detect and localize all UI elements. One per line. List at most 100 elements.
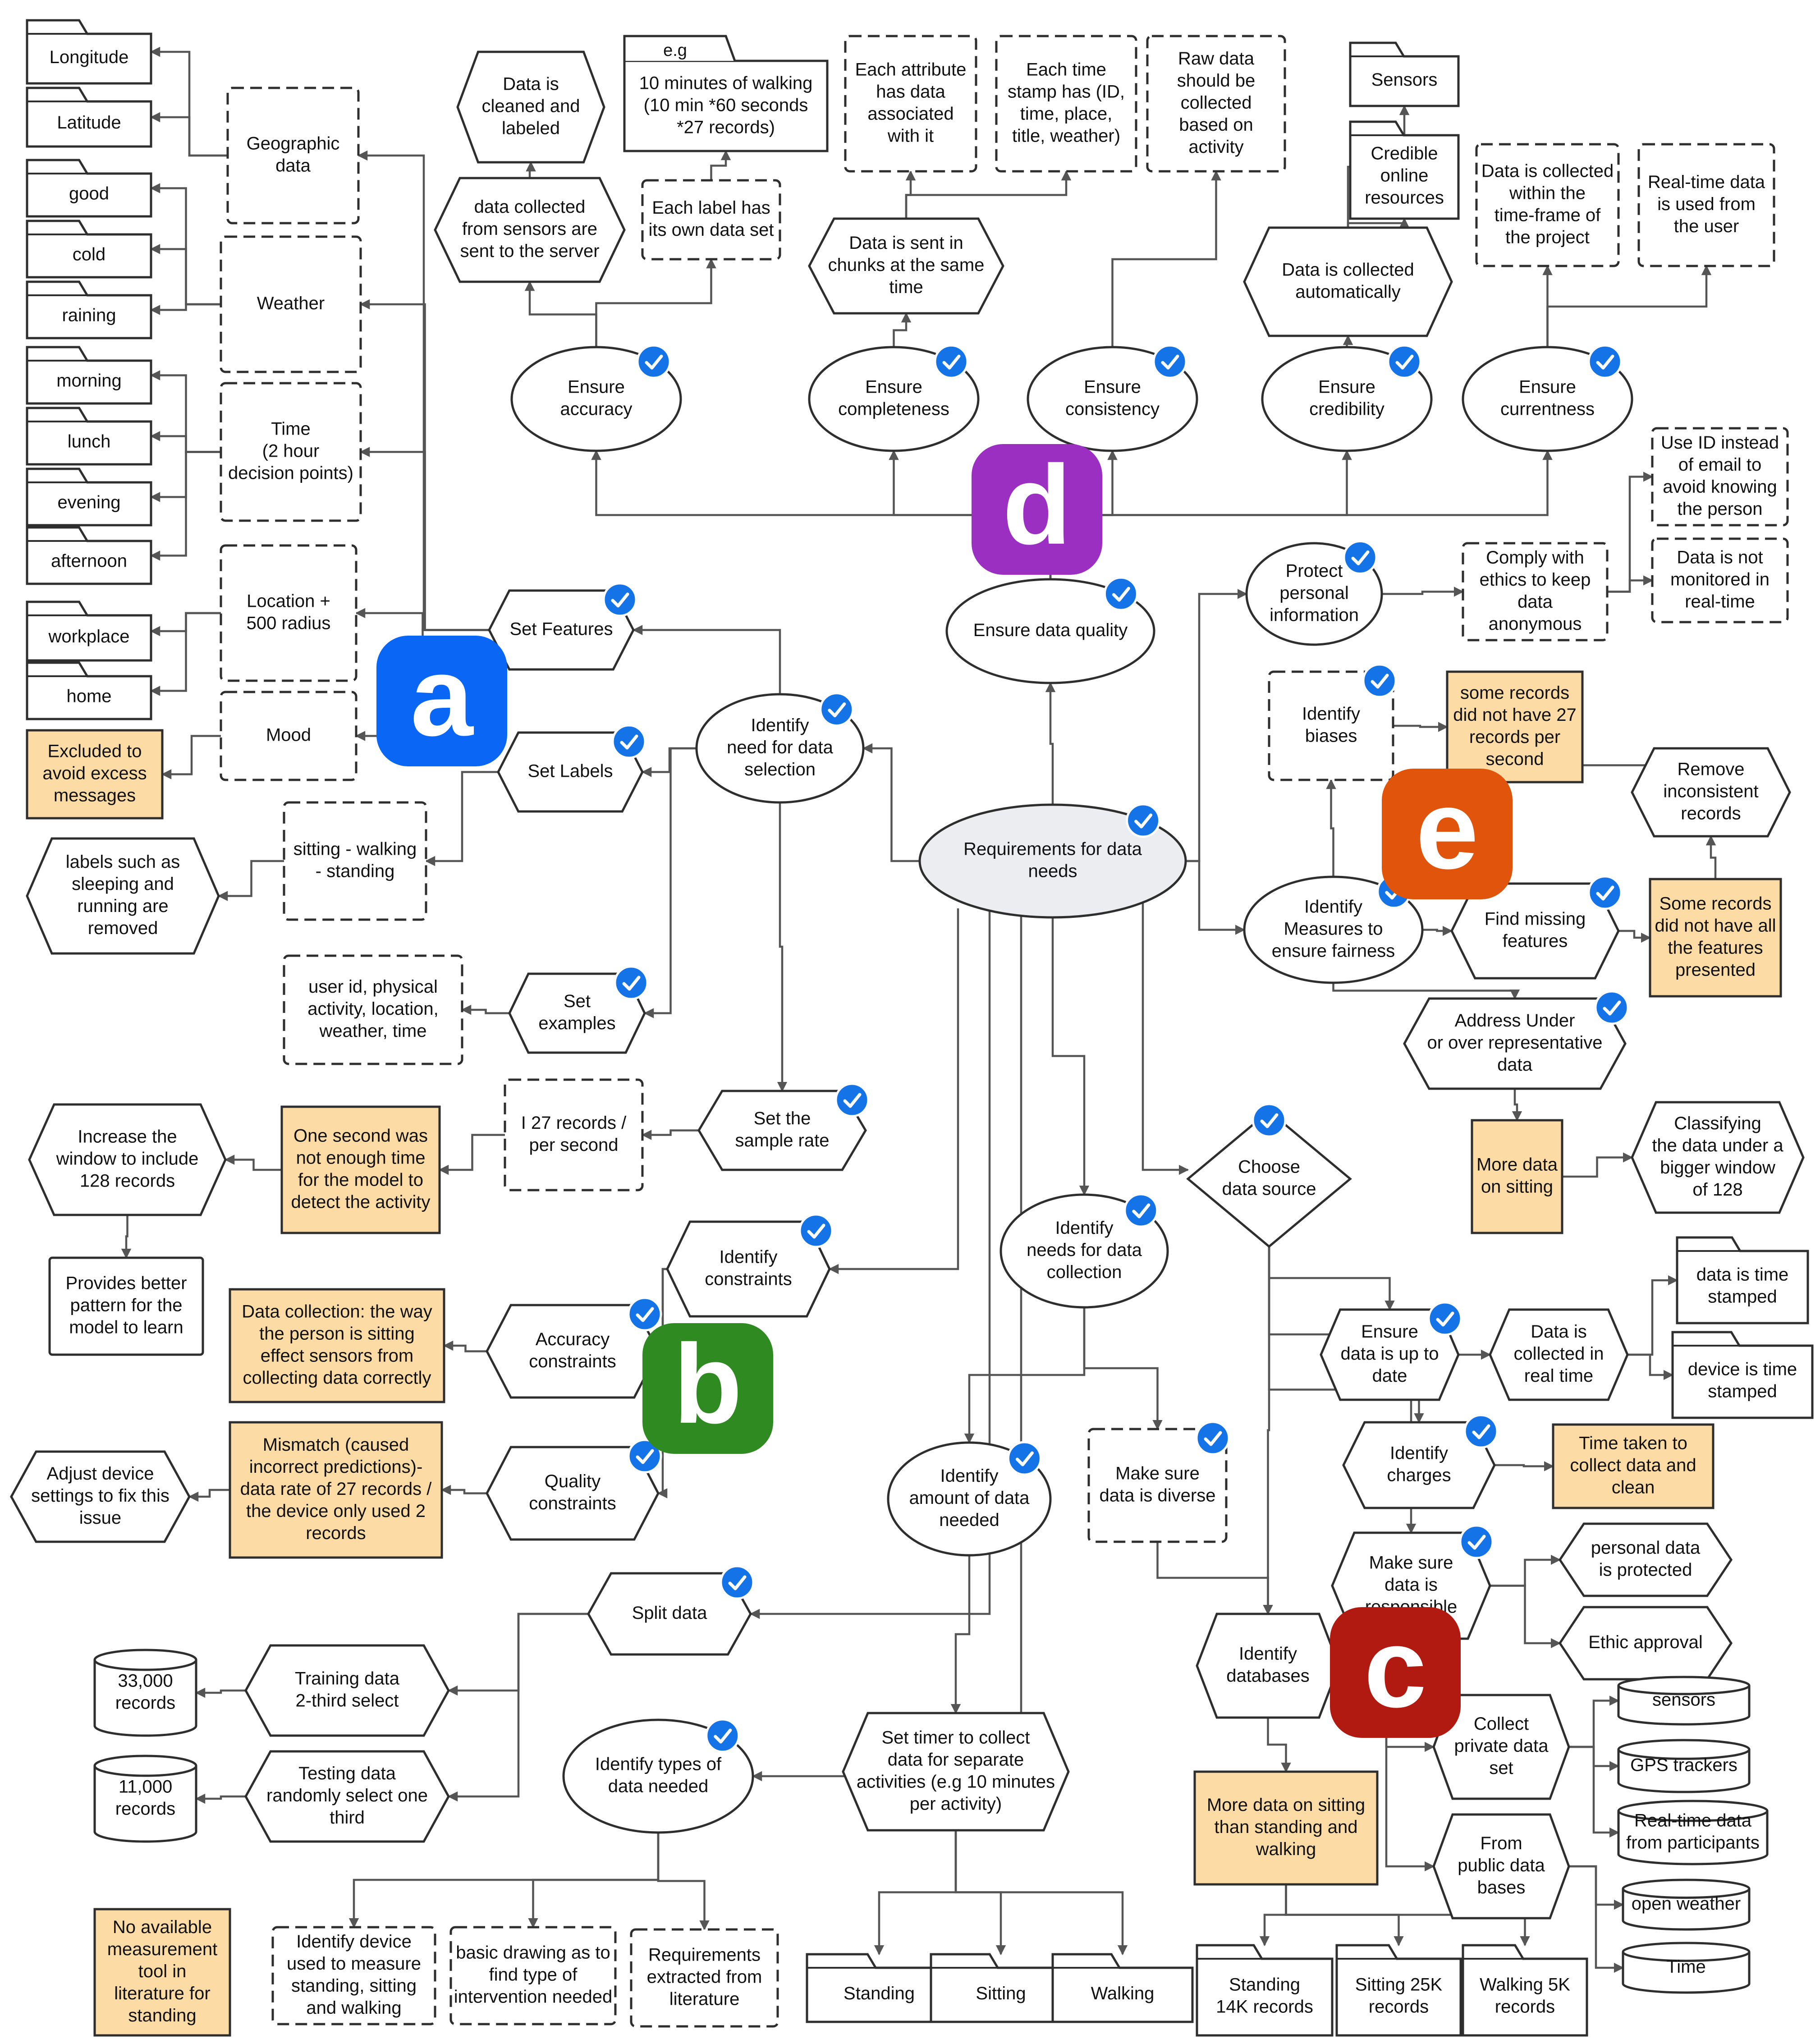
check-badge-icon <box>720 1565 755 1600</box>
connector-biases-to-some_27 <box>1393 722 1449 732</box>
check-badge-icon <box>602 582 637 617</box>
connector-root-to-fairness <box>1186 860 1246 935</box>
check-badge-icon <box>1007 1441 1042 1476</box>
section-badge-b: b <box>642 1321 773 1454</box>
node-label: workplace <box>48 627 129 646</box>
node-good: good <box>26 159 152 218</box>
node-mood: Mood <box>220 691 358 781</box>
connector-types-to-basic_drawing <box>528 1833 660 1929</box>
section-badge-letter: e <box>1416 766 1478 892</box>
connector-sitting_walking-to-labels_removed <box>217 860 284 901</box>
node-set-features: Set Features <box>488 589 635 671</box>
node-label: raining <box>62 305 116 325</box>
check-badge-icon <box>1126 803 1161 838</box>
connector-responsible-to-personal_protected <box>1490 1554 1561 1587</box>
connector-weather-to-raining <box>150 303 221 315</box>
connector-set_labels-to-sitting_walking <box>425 771 498 866</box>
connector-protect-to-comply <box>1382 586 1464 597</box>
node-open-weather: open weather <box>1622 1879 1751 1931</box>
node-label: sensors <box>1652 1690 1715 1709</box>
check-badge-icon <box>1463 1414 1499 1449</box>
check-badge-icon <box>1427 1301 1462 1336</box>
node-sitting: Sitting <box>930 1953 1072 2023</box>
node-label: Mood <box>266 725 311 745</box>
connector-amount-to-set_timer <box>950 1555 971 1714</box>
node-label: Split data <box>632 1603 708 1623</box>
connector-realtime_collected-to-ts_data <box>1627 1275 1678 1356</box>
connector-location-to-home <box>150 612 221 696</box>
node-sensors-f: Sensors <box>1349 41 1460 107</box>
check-badge-icon <box>1152 344 1187 379</box>
connector-accuracy_c-to-data_collection_way <box>443 1340 487 1352</box>
connector-need_sel-to-sample_rate <box>777 802 788 1092</box>
node-location: Location +500 radius <box>220 544 358 682</box>
node-label: I 27 records /per second <box>521 1113 627 1155</box>
node-records-27: I 27 records /per second <box>504 1078 644 1191</box>
connector-set_examples-to-user_id <box>461 1004 509 1015</box>
check-badge-icon <box>1387 344 1422 379</box>
node-latitude: Latitude <box>26 87 152 148</box>
node-label: Standing <box>844 1984 915 2003</box>
connector-time-to-afternoon <box>150 451 221 561</box>
node-label: morning <box>56 371 122 390</box>
connector-under_over-to-more_sitting <box>1512 1089 1522 1122</box>
connector-choose_source-to-up_to_date <box>1268 1246 1395 1311</box>
section-badge-letter: b <box>674 1321 743 1447</box>
section-badge-e: e <box>1382 766 1513 899</box>
connector-set_timer-to-walking <box>954 1830 1128 1956</box>
node-label: Ethic approval <box>1588 1632 1702 1652</box>
connector-cred-to-auto <box>1343 334 1353 347</box>
connector-layer <box>121 46 1717 1973</box>
node-label: good <box>69 183 109 203</box>
connector-curr-to-realtime_user <box>1546 265 1712 347</box>
section-badge-letter: a <box>410 633 474 759</box>
node-lunch: lunch <box>26 407 152 466</box>
check-badge-icon <box>627 1439 662 1474</box>
connector-increase_window-to-better_pattern <box>121 1215 132 1259</box>
